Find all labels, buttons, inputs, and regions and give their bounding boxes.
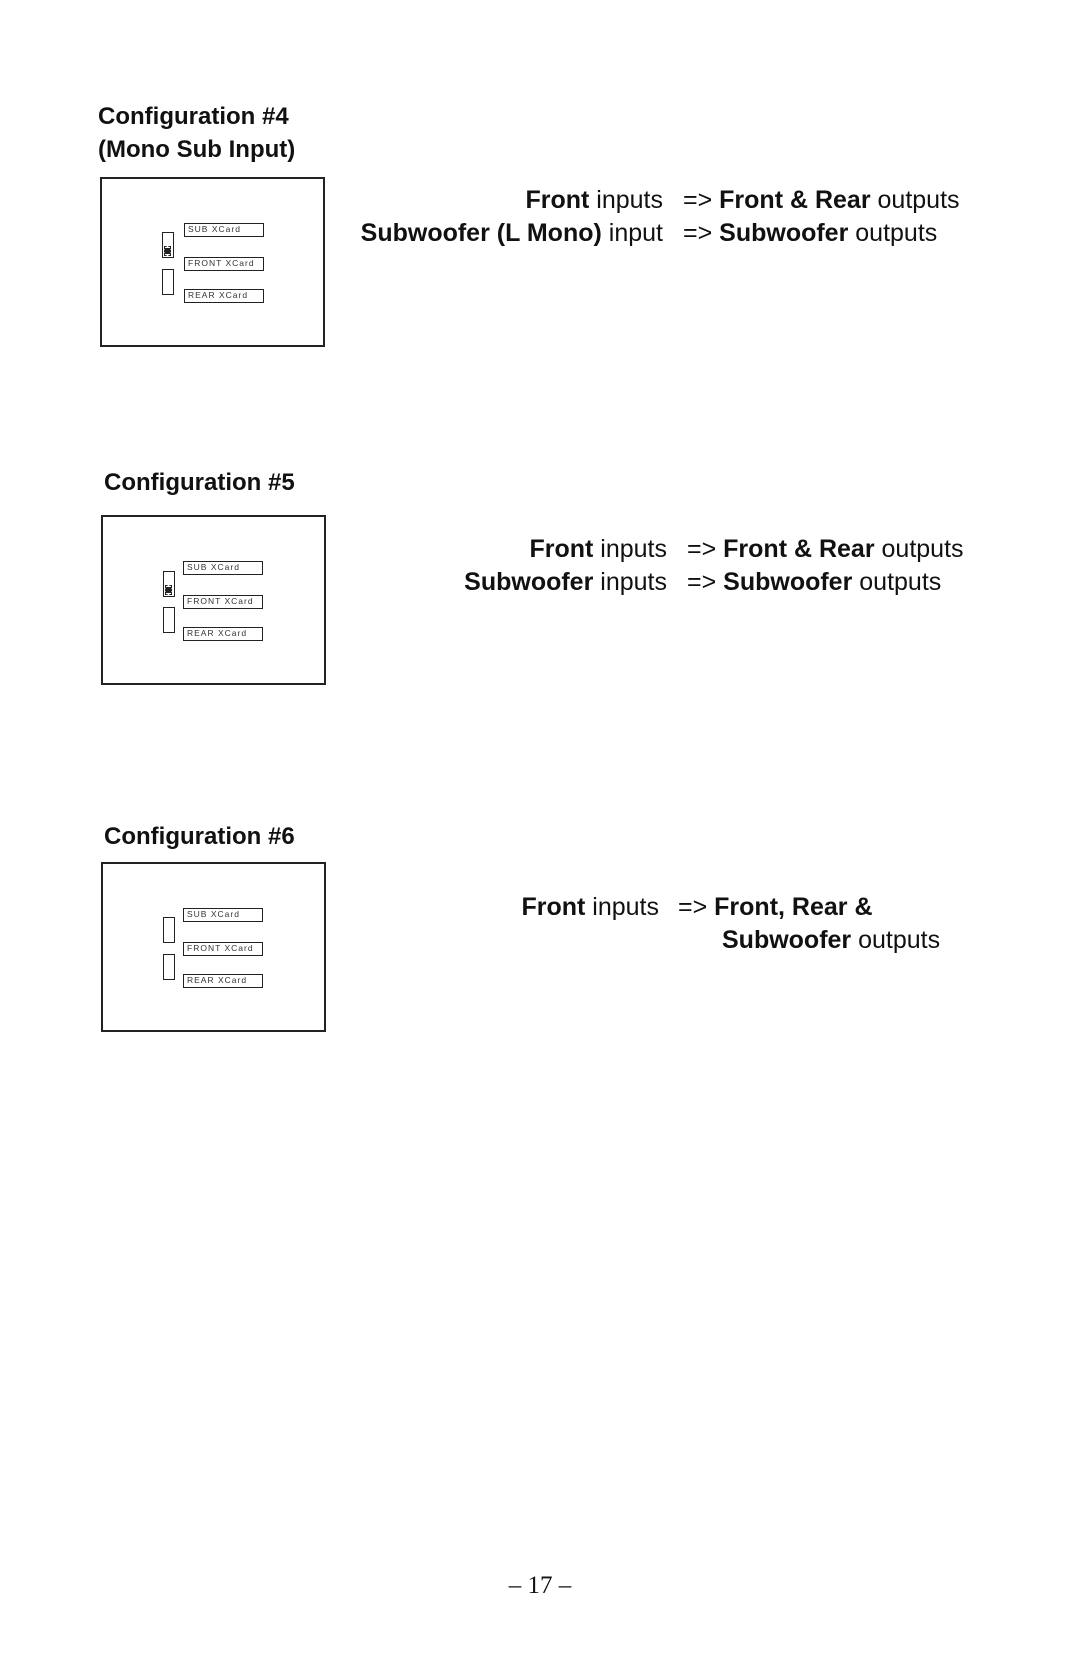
sub-xcard-label: SUB XCard xyxy=(183,908,263,922)
sub-xcard-label: SUB XCard xyxy=(183,561,263,575)
sub-xcard-label: SUB XCard xyxy=(184,223,264,237)
config5-line1-source: Front inputs xyxy=(529,535,667,563)
config5-title: Configuration #5 xyxy=(104,469,295,496)
config5-diagram: SUB XCard FRONT XCard REAR XCard xyxy=(101,515,326,685)
sub-switch xyxy=(163,571,175,597)
config5-line1-dest: => Front & Rear outputs xyxy=(687,535,964,563)
config4-line2-source: Subwoofer (L Mono) input xyxy=(360,219,663,247)
config6-line1-source: Front inputs xyxy=(521,893,659,921)
page-number: – 17 – xyxy=(508,1572,572,1599)
config6-line2-dest: Subwoofer outputs xyxy=(722,926,941,954)
sub-switch xyxy=(163,917,175,943)
config4-line1-dest: => Front & Rear outputs xyxy=(683,186,960,214)
config6-diagram: SUB XCard FRONT XCard REAR XCard xyxy=(101,862,326,1032)
rear-xcard-label: REAR XCard xyxy=(183,974,263,988)
sub-switch xyxy=(162,232,174,258)
front-xcard-label: FRONT XCard xyxy=(183,595,263,609)
rear-xcard-label: REAR XCard xyxy=(183,627,263,641)
rear-switch xyxy=(163,607,175,633)
config4-subtitle: (Mono Sub Input) xyxy=(98,136,296,163)
rear-xcard-label: REAR XCard xyxy=(184,289,264,303)
config6-line1-dest: => Front, Rear & xyxy=(678,893,873,921)
config6-title: Configuration #6 xyxy=(104,823,295,850)
config4-title: Configuration #4 xyxy=(98,103,289,130)
front-xcard-label: FRONT XCard xyxy=(184,257,264,271)
rear-switch xyxy=(163,954,175,980)
config4-line2-dest: => Subwoofer outputs xyxy=(683,219,938,247)
front-xcard-label: FRONT XCard xyxy=(183,942,263,956)
rear-switch xyxy=(162,269,174,295)
config4-line1-source: Front inputs xyxy=(525,186,663,214)
config5-line2-source: Subwoofer inputs xyxy=(464,568,667,596)
config5-line2-dest: => Subwoofer outputs xyxy=(687,568,942,596)
config4-diagram: SUB XCard FRONT XCard REAR XCard xyxy=(100,177,325,347)
